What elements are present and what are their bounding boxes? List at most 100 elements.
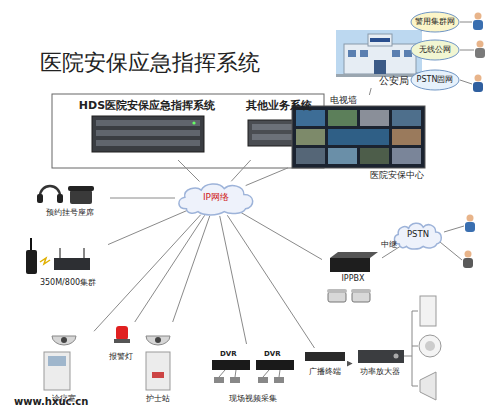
headset-ear — [57, 194, 63, 203]
dvr-box — [212, 360, 250, 370]
wireless-bolt — [40, 258, 50, 264]
speaker-wire — [412, 346, 418, 347]
phone-symbol — [327, 289, 347, 302]
person-head — [465, 251, 472, 258]
server-led — [192, 121, 195, 124]
camera-thumbnail — [214, 377, 224, 383]
node-label: 350M/800集群 — [28, 278, 108, 287]
speaker-ceiling — [419, 335, 441, 357]
network-link — [241, 212, 322, 259]
screen — [296, 129, 325, 145]
server-bay — [96, 140, 200, 146]
server-bay — [96, 120, 200, 126]
camera-thumbnail — [274, 377, 284, 383]
leader-line — [460, 50, 474, 51]
screen — [328, 148, 357, 164]
node-label: PSTN固网 — [410, 75, 460, 84]
building-symbol — [336, 30, 422, 77]
server-symbol — [92, 116, 204, 152]
screen — [328, 110, 357, 126]
ippbx-symbol — [330, 252, 378, 272]
node-label: IP网络 — [175, 192, 257, 202]
camera-dome — [146, 336, 170, 345]
base-antenna — [84, 248, 85, 258]
speaker-wire — [412, 311, 413, 386]
leader-line — [279, 370, 280, 377]
camera-lens — [155, 337, 161, 343]
device-node: 预约挂号座席 — [30, 176, 110, 220]
video-wall-symbol — [292, 106, 425, 168]
device-tag: DVR — [264, 350, 294, 358]
leader-line — [460, 22, 472, 23]
speaker-wire — [412, 386, 418, 387]
person-symbol — [465, 215, 475, 233]
server-body — [92, 116, 204, 152]
screen — [392, 110, 421, 126]
network-link — [246, 168, 288, 186]
person-body — [463, 258, 473, 268]
window — [348, 50, 356, 57]
device-node: 护士站 — [138, 322, 178, 406]
network-link — [227, 215, 314, 348]
wall-frame — [292, 106, 425, 168]
link-label: 中继 — [381, 240, 397, 249]
window — [392, 50, 400, 57]
diagram-title: 医院安保应急指挥系统 — [40, 50, 300, 75]
node-label: HDS医院安保应急指挥系统 — [62, 100, 232, 113]
node-label: 护士站 — [138, 394, 178, 403]
headset-symbol — [37, 186, 63, 203]
leader-line — [235, 370, 236, 377]
node-label: 广播终端 — [301, 367, 349, 376]
headset-ear — [37, 194, 43, 203]
leader-line — [460, 80, 472, 84]
person-symbol — [463, 251, 473, 269]
phone-body — [352, 292, 370, 302]
camera-symbol — [146, 336, 170, 345]
device-node: 功率放大器 — [352, 345, 408, 381]
building-wall — [344, 44, 416, 74]
person-symbol — [475, 41, 485, 59]
device-node: HDS医院安保应急指挥系统 — [62, 98, 232, 160]
camera-dome — [52, 336, 76, 345]
node-label: 预约挂号座席 — [30, 208, 110, 217]
node-label: 电视墙 — [330, 95, 370, 105]
building-sign — [370, 38, 390, 42]
device-node: 广播终端 — [301, 348, 349, 380]
node-label: 无线公网 — [410, 45, 460, 54]
ippbx-front — [330, 258, 370, 272]
node-label: 医院安保中心 — [370, 170, 430, 180]
network-link — [231, 160, 250, 181]
radio-antenna — [30, 238, 32, 250]
node-label: 警用集群网 — [410, 17, 460, 26]
base-body — [54, 258, 90, 270]
speaker-wire — [404, 356, 412, 357]
light-base — [114, 339, 130, 343]
network-link — [110, 198, 175, 199]
device-node: 诊疗室 — [34, 322, 94, 406]
network-link — [349, 363, 352, 364]
amplifier-box — [358, 350, 404, 363]
device-node: 公安局 — [335, 28, 423, 88]
speaker-column — [420, 296, 436, 326]
screen — [296, 148, 325, 164]
node-label: 报警灯 — [102, 352, 140, 361]
ippbx-top — [330, 252, 378, 258]
network-cloud: PSTN — [392, 220, 444, 250]
light-dome — [116, 326, 128, 340]
network-link — [108, 211, 187, 245]
dvr-box — [256, 360, 294, 370]
screen — [392, 148, 421, 164]
network-ellipse: 警用集群网 — [410, 11, 460, 33]
panel-button — [152, 372, 164, 378]
intercom-panel — [44, 352, 70, 390]
node-label: 功率放大器 — [352, 367, 408, 376]
node-label: PSTN — [392, 230, 444, 240]
system-frame — [52, 94, 324, 168]
speaker-horn — [420, 372, 436, 400]
network-link — [94, 215, 201, 332]
screen — [296, 110, 325, 126]
amplifier-knob — [394, 354, 399, 359]
phone-symbol — [68, 186, 94, 204]
watermark: www.hxuc.cn — [14, 396, 104, 408]
